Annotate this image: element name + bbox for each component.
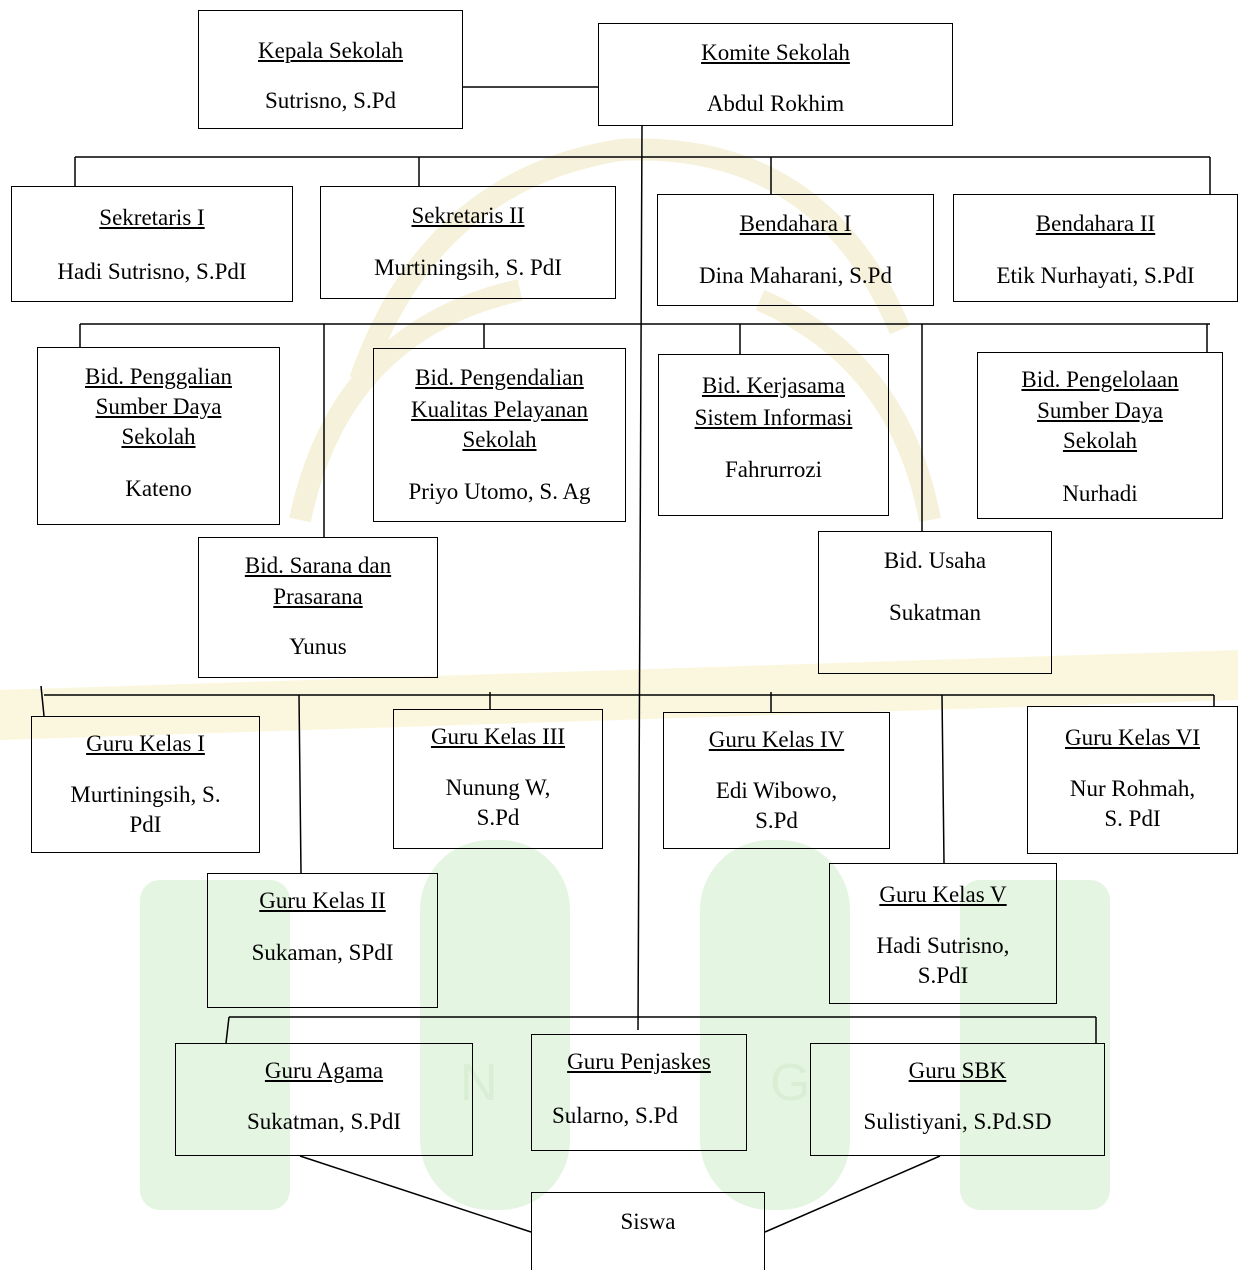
node-guru-kelas-3: Guru Kelas III Nunung W, S.Pd (393, 709, 603, 849)
node-title-line: Sekolah (121, 424, 196, 449)
node-name: Etik Nurhayati, S.PdI (996, 263, 1195, 288)
node-sekretaris-2: Sekretaris II Murtiningsih, S. PdI (320, 186, 616, 299)
node-bid-usaha: Bid. Usaha Sukatman (818, 531, 1052, 674)
connector (637, 124, 643, 1031)
node-name: Sulistiyani, S.Pd.SD (863, 1109, 1052, 1134)
node-title: Guru Kelas III (430, 724, 566, 749)
node-name-line: S. PdI (1104, 806, 1161, 831)
node-title: Guru Kelas V (879, 882, 1007, 907)
node-title-line: Sekolah (462, 427, 537, 452)
node-title-line: Prasarana (273, 584, 363, 609)
node-name: Murtiningsih, S. PdI (374, 255, 562, 280)
node-name: Sularno, S.Pd (552, 1103, 678, 1128)
node-title: Bid. Usaha (883, 548, 987, 573)
node-bendahara-2: Bendahara II Etik Nurhayati, S.PdI (953, 194, 1238, 302)
node-guru-sbk: Guru SBK Sulistiyani, S.Pd.SD (810, 1043, 1105, 1156)
connector (299, 1155, 532, 1233)
node-name-line: Murtiningsih, S. (70, 782, 221, 807)
node-name: Sutrisno, S.Pd (264, 88, 396, 113)
connector (298, 694, 302, 874)
node-name: Sukatman, S.PdI (247, 1109, 401, 1134)
node-name: Hadi Sutrisno, S.PdI (57, 259, 247, 284)
node-guru-penjaskes: Guru Penjaskes Sularno, S.Pd (531, 1034, 747, 1151)
node-name: Fahrurrozi (724, 457, 823, 482)
node-title-line: Sistem Informasi (694, 405, 853, 430)
node-title-line: Bid. Penggalian (85, 364, 232, 389)
node-title-line: Sekolah (1062, 428, 1138, 453)
node-siswa: Siswa (531, 1192, 765, 1270)
node-name-line: S.Pd (476, 805, 520, 830)
node-title: Guru Kelas VI (1065, 725, 1200, 750)
node-name-line: S.PdI (917, 963, 969, 988)
node-title-line: Sumber Daya (1037, 398, 1163, 423)
svg-text:N: N (460, 1054, 498, 1112)
node-komite-sekolah: Komite Sekolah Abdul Rokhim (598, 23, 953, 126)
node-guru-kelas-4: Guru Kelas IV Edi Wibowo, S.Pd (663, 712, 890, 849)
node-bid-sarana: Bid. Sarana dan Prasarana Yunus (198, 537, 438, 678)
node-title: Sekretaris II (411, 203, 525, 228)
node-name: Abdul Rokhim (706, 91, 845, 116)
node-name-line: PdI (129, 812, 162, 837)
node-kepala-sekolah: Kepala Sekolah Sutrisno, S.Pd (198, 10, 463, 129)
node-bid-pengelolaan: Bid. Pengelolaan Sumber Daya Sekolah Nur… (977, 352, 1223, 519)
node-title: Sekretaris I (99, 205, 205, 230)
node-name: Dina Maharani, S.Pd (699, 263, 892, 288)
node-title: Guru SBK (908, 1058, 1007, 1083)
node-guru-kelas-5: Guru Kelas V Hadi Sutrisno, S.PdI (829, 863, 1057, 1004)
node-title: Kepala Sekolah (258, 38, 403, 63)
node-title-line: Kualitas Pelayanan (411, 397, 588, 422)
node-name-line: Nur Rohmah, (1069, 776, 1196, 801)
node-guru-kelas-6: Guru Kelas VI Nur Rohmah, S. PdI (1027, 706, 1238, 854)
node-name: Sukatman (889, 600, 981, 625)
node-name-line: Nunung W, (445, 775, 551, 800)
node-title-line: Bid. Sarana dan (244, 553, 392, 578)
node-name: Yunus (289, 634, 347, 659)
node-title-line: Bid. Pengelolaan (1021, 367, 1179, 392)
svg-text:G: G (770, 1054, 810, 1112)
node-name: Nurhadi (1062, 481, 1138, 506)
node-title: Komite Sekolah (701, 40, 850, 65)
connector (941, 694, 945, 864)
node-title-line: Sumber Daya (95, 394, 222, 419)
node-name-line: Edi Wibowo, (715, 778, 838, 803)
node-title-line: Bid. Pengendalian (415, 365, 584, 390)
node-name: Sukaman, SPdI (251, 940, 394, 965)
connector (225, 1016, 230, 1044)
node-guru-kelas-1: Guru Kelas I Murtiningsih, S. PdI (31, 716, 260, 853)
node-title: Guru Kelas I (86, 731, 205, 756)
node-name-line: Hadi Sutrisno, (876, 933, 1010, 958)
node-name-line: S.Pd (755, 808, 798, 833)
node-bid-pengendalian: Bid. Pengendalian Kualitas Pelayanan Sek… (373, 348, 626, 522)
node-guru-agama: Guru Agama Sukatman, S.PdI (175, 1043, 473, 1156)
node-title: Siswa (620, 1209, 676, 1234)
node-title-line: Bid. Kerjasama (701, 373, 846, 398)
node-title: Bendahara II (1035, 211, 1156, 236)
node-title: Bendahara I (739, 211, 852, 236)
node-name: Priyo Utomo, S. Ag (408, 479, 591, 504)
node-title: Guru Penjaskes (567, 1049, 711, 1074)
node-sekretaris-1: Sekretaris I Hadi Sutrisno, S.PdI (11, 186, 293, 302)
node-guru-kelas-2: Guru Kelas II Sukaman, SPdI (207, 873, 438, 1008)
node-title: Guru Agama (264, 1058, 384, 1083)
node-name: Kateno (125, 476, 192, 501)
node-bid-penggalian: Bid. Penggalian Sumber Daya Sekolah Kate… (37, 347, 280, 525)
connector (764, 1155, 941, 1233)
node-title: Guru Kelas II (259, 888, 386, 913)
node-title: Guru Kelas IV (708, 727, 845, 752)
connector (40, 685, 45, 717)
node-bid-kerjasama: Bid. Kerjasama Sistem Informasi Fahrurro… (658, 354, 889, 516)
node-bendahara-1: Bendahara I Dina Maharani, S.Pd (657, 194, 934, 306)
